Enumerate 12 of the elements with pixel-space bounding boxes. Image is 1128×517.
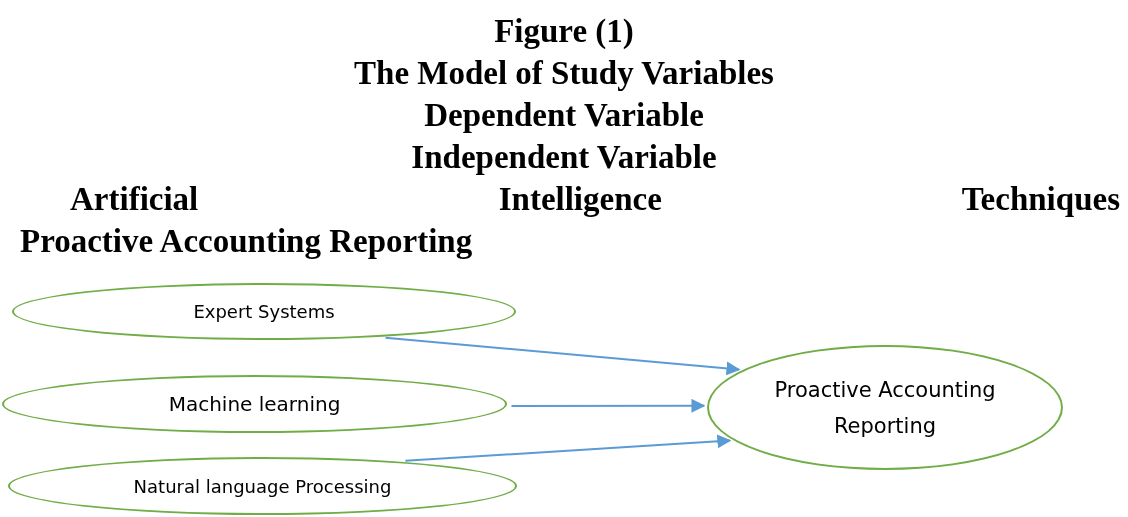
arrow — [404, 434, 732, 462]
heading-text: Artificial Intelligence Techniques — [70, 180, 1120, 218]
arrow — [510, 398, 706, 413]
figure-title: Figure (1) — [494, 12, 634, 50]
heading-text: Dependent Variable — [424, 96, 704, 134]
ellipse-node: Machine learning — [2, 375, 507, 433]
ellipse-node: Natural language Processing — [8, 457, 517, 515]
ellipse-node: Proactive Accounting Reporting — [707, 345, 1063, 470]
figure-subtitle: The Model of Study Variables — [354, 54, 774, 92]
ellipse-node: Expert Systems — [12, 283, 516, 340]
heading-text: Independent Variable — [411, 138, 717, 176]
heading-text: Proactive Accounting Reporting — [20, 222, 473, 260]
